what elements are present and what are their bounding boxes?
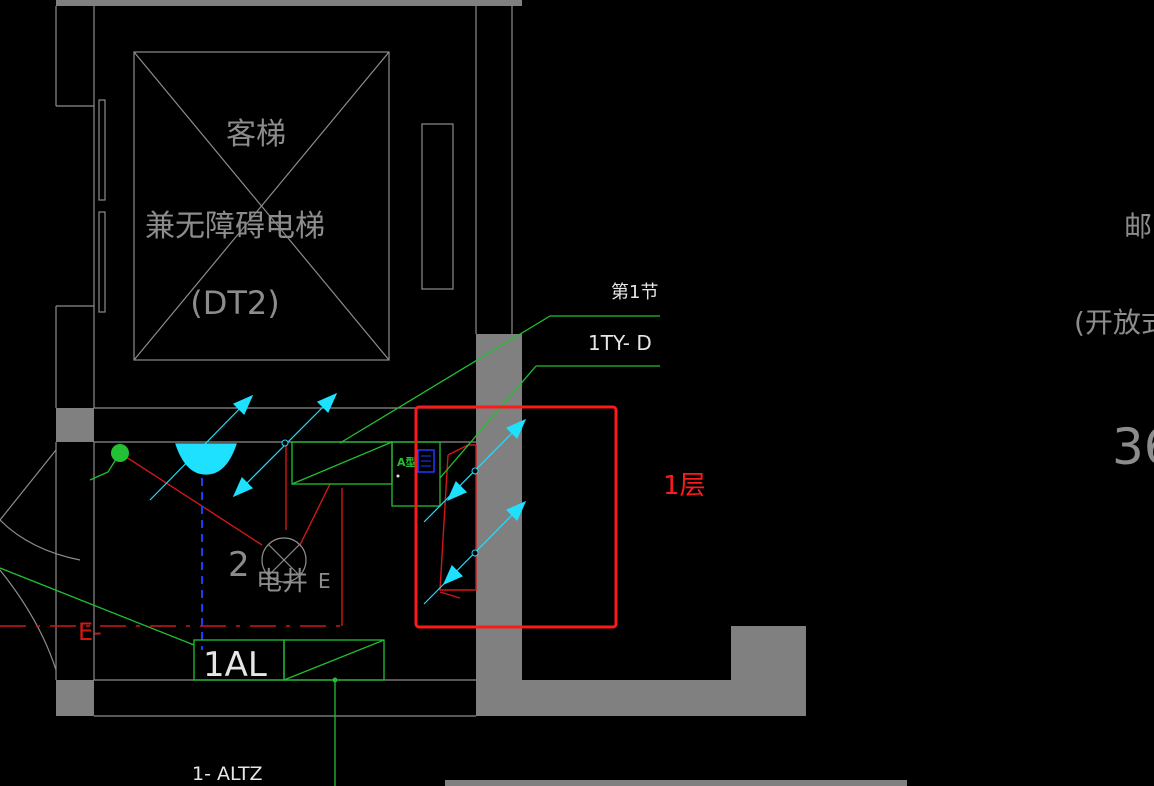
distribution-box: A型 — [396, 449, 435, 478]
shaft-number: 2 — [228, 545, 250, 585]
wire-junction — [332, 677, 338, 683]
right-room-line1: 邮i — [1124, 210, 1154, 243]
feeder-label: 1- ALTZ — [192, 763, 263, 785]
leader-nodes — [281, 439, 479, 557]
panel-name: 1AL — [203, 645, 267, 685]
elevator-label-line1: 客梯 — [226, 117, 286, 152]
elevator-label-line2: 兼无障碍电梯 — [145, 209, 325, 244]
highlight-box[interactable] — [414, 405, 618, 629]
highlight-label: 1层 — [663, 471, 706, 501]
shaft-symbol — [261, 537, 307, 583]
shaft-letter: E — [318, 569, 331, 593]
shaft-label: 电井 — [256, 567, 308, 597]
right-room-number: 36 — [1112, 418, 1154, 476]
callout-section: 第1节 — [611, 282, 658, 303]
line-type-label: E- — [78, 618, 102, 646]
callout-code: 1TY- D — [588, 331, 652, 355]
right-room-line2: (开放式 — [1074, 306, 1154, 339]
walls — [56, 0, 907, 786]
cyan-leaders — [149, 392, 527, 605]
elevator-code: (DT2) — [190, 284, 280, 322]
wall-outlines — [0, 6, 513, 717]
green-node — [111, 444, 129, 462]
elevator-car — [133, 51, 390, 361]
box-tag: A型 — [397, 455, 417, 469]
red-wiring — [0, 442, 477, 627]
